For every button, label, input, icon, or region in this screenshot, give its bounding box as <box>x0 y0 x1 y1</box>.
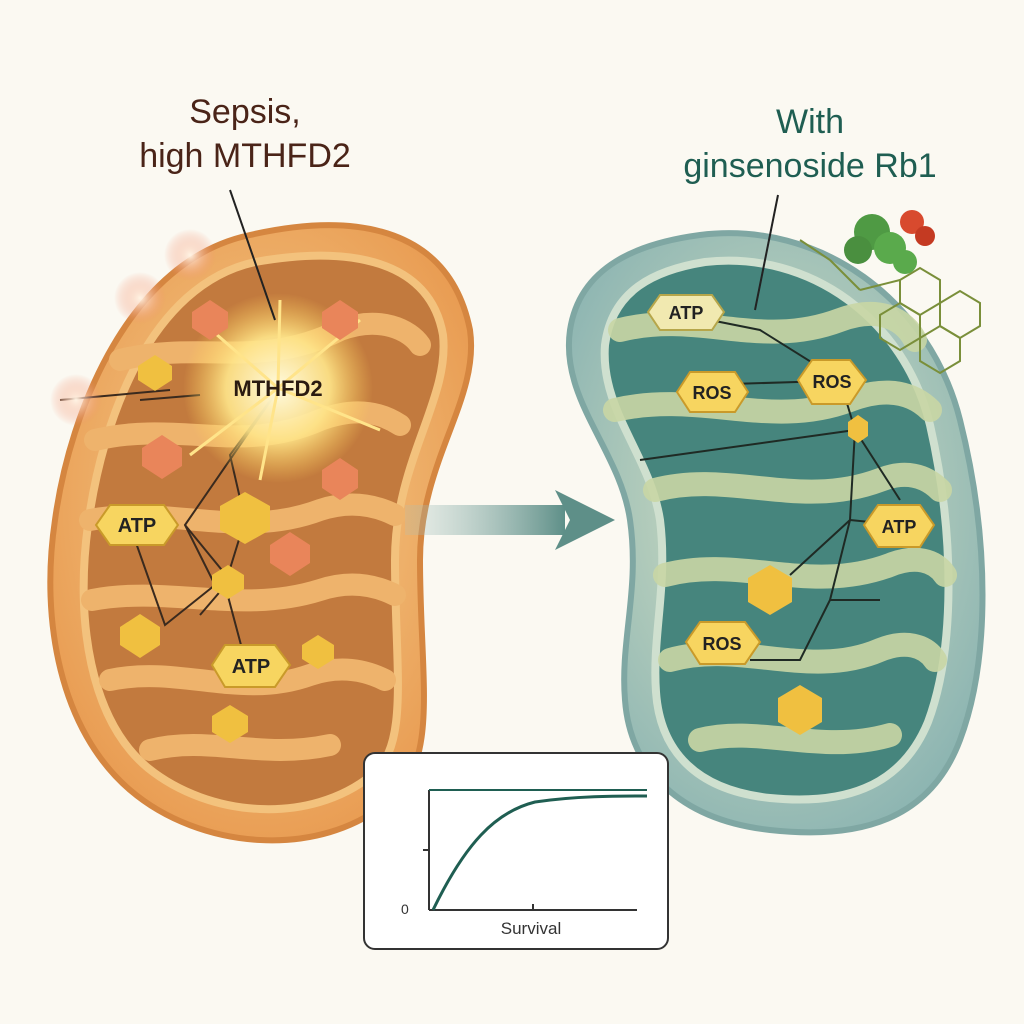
left-atp-label-1: ATP <box>118 515 157 537</box>
left-badge <box>322 458 358 500</box>
right-ros-badge-3: ROS <box>684 621 762 665</box>
left-badge <box>302 635 334 669</box>
left-badge <box>142 435 182 479</box>
left-badge <box>192 300 228 340</box>
ginsenoside-title: With ginsenoside Rb1 <box>630 100 990 188</box>
left-atp-label-2: ATP <box>232 656 271 678</box>
left-badge <box>322 300 358 340</box>
ginsenoside-molecule-icon <box>799 239 981 375</box>
survival-inset: 0 Survival <box>363 752 669 950</box>
survival-y-zero: 0 <box>401 901 409 917</box>
right-title-pointer <box>754 194 779 311</box>
ros-burst-1 <box>164 229 216 281</box>
right-ros-label-1: ROS <box>692 383 731 403</box>
sepsis-title-line2: high MTHFD2 <box>139 137 351 175</box>
right-badge <box>778 685 822 735</box>
ginsenoside-title-line1: With <box>776 103 844 141</box>
left-title-pointer <box>229 189 276 321</box>
right-badges <box>748 415 868 735</box>
left-atp-badge-1: ATP <box>94 504 180 546</box>
right-ros-label-3: ROS <box>702 634 741 654</box>
left-badge <box>212 565 244 599</box>
left-badge <box>212 705 248 743</box>
left-badge <box>120 614 160 658</box>
left-badge <box>270 532 310 576</box>
right-mitochondrion: ATP ROS ROS ATP ROS <box>565 194 986 836</box>
left-atp-badge-2: ATP <box>210 644 292 688</box>
ginsenoside-title-line2: ginsenoside Rb1 <box>683 147 937 185</box>
right-badge <box>848 415 868 443</box>
left-mitochondrion: ATP ATP MTHFD2 <box>47 189 475 844</box>
left-cristae <box>79 312 431 761</box>
survival-chart: 0 Survival <box>401 789 648 938</box>
right-atp-badge-1: ATP <box>646 294 726 331</box>
right-cristae <box>603 301 957 755</box>
survival-x-label: Survival <box>501 919 561 938</box>
right-ros-badge-2: ROS <box>796 359 868 405</box>
right-atp-badge-2: ATP <box>862 504 936 548</box>
mthfd2-center-label: MTHFD2 <box>233 376 322 401</box>
transition-arrow <box>405 490 615 550</box>
left-badges <box>120 300 358 743</box>
right-atp-label-2: ATP <box>882 517 917 537</box>
right-badge <box>748 565 792 615</box>
left-badge <box>138 355 172 391</box>
ros-burst-3 <box>50 374 102 426</box>
ros-burst-2 <box>114 272 166 324</box>
right-atp-label-1: ATP <box>669 303 704 323</box>
right-ros-badge-1: ROS <box>675 371 750 413</box>
sepsis-title-line1: Sepsis, <box>189 93 301 131</box>
survival-curve <box>431 794 648 911</box>
sepsis-title: Sepsis, high MTHFD2 <box>60 90 430 178</box>
left-badge <box>220 492 270 544</box>
ginseng-leaf-icon <box>844 210 935 274</box>
right-ros-label-2: ROS <box>812 372 851 392</box>
